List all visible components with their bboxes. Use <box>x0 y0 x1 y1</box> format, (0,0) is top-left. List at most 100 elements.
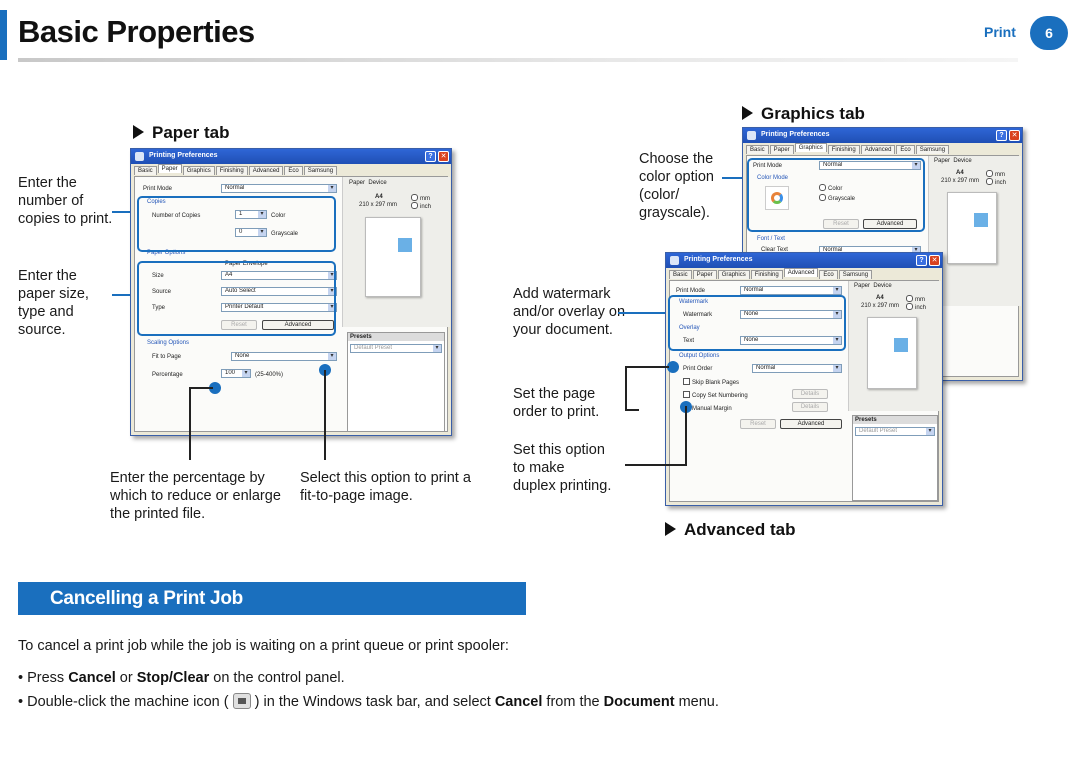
window-title: Printing Preferences <box>149 152 218 159</box>
callout-line-watermark <box>618 312 668 314</box>
tab-eco[interactable]: Eco <box>896 145 915 154</box>
preview-pane: Paper Device A4 210 x 297 mm mm inch <box>342 177 450 327</box>
tab-paper-sub[interactable]: Paper <box>225 261 242 267</box>
size-select[interactable]: A4 <box>221 271 337 280</box>
note-line: Choose the <box>639 151 714 167</box>
preset-select[interactable]: Default Preset <box>855 427 935 436</box>
tab-paper[interactable]: Paper <box>769 145 794 154</box>
gray-copies-label: Grayscale <box>271 231 299 237</box>
skip-blank-checkbox[interactable]: Skip Blank Pages <box>683 378 739 386</box>
reset-button[interactable]: Reset <box>221 320 257 330</box>
preview-tab-device[interactable]: Device <box>873 283 892 289</box>
close-icon[interactable]: ✕ <box>1009 130 1020 141</box>
print-mode-select[interactable]: Normal <box>221 184 337 193</box>
page-number-badge: 6 <box>1030 16 1068 50</box>
unit-inch-radio[interactable]: inch <box>411 202 431 210</box>
note-percentage: Enter the percentage by which to reduce … <box>110 469 281 523</box>
paper-size-readout: A4 <box>876 295 884 301</box>
graphics-tab-heading: Graphics tab <box>742 104 865 124</box>
advanced-button[interactable]: Advanced <box>262 320 334 330</box>
preview-tab-paper[interactable]: Paper <box>854 283 871 289</box>
envelope-tabs: Paper Envelope <box>225 261 268 267</box>
cancel-menu-item: Cancel <box>494 694 543 710</box>
tab-finishing[interactable]: Finishing <box>215 166 248 175</box>
note-line: Enter the percentage by <box>110 470 265 486</box>
output-options-section: Output Options <box>679 353 720 359</box>
tab-envelope[interactable]: Envelope <box>242 261 268 267</box>
tab-graphics[interactable]: Graphics <box>717 270 750 279</box>
preset-select[interactable]: Default Preset <box>350 344 442 353</box>
advanced-button[interactable]: Advanced <box>780 419 842 429</box>
preview-tab-device[interactable]: Device <box>953 158 972 164</box>
print-mode-select[interactable]: Normal <box>740 286 842 295</box>
tab-basic[interactable]: Basic <box>746 145 769 154</box>
manual-margin-checkbox[interactable]: Manual Margin <box>683 404 732 412</box>
percentage-range: (25-400%) <box>255 372 284 378</box>
tab-eco[interactable]: Eco <box>284 166 303 175</box>
note-line: order to print. <box>513 404 600 420</box>
help-icon[interactable]: ? <box>916 255 927 266</box>
unit-inch-radio[interactable]: inch <box>986 178 1006 186</box>
tab-finishing[interactable]: Finishing <box>750 270 783 279</box>
close-icon[interactable]: ✕ <box>929 255 940 266</box>
copies-stepper[interactable]: 1 <box>235 210 267 219</box>
gray-copies-stepper[interactable]: 0 <box>235 228 267 237</box>
help-icon[interactable]: ? <box>996 130 1007 141</box>
triangle-bullet-icon <box>742 106 753 120</box>
callout-line-copies <box>112 211 138 213</box>
color-radio[interactable]: Color <box>819 184 842 192</box>
tab-basic[interactable]: Basic <box>669 270 692 279</box>
note-line: and/or overlay on <box>513 304 626 320</box>
tab-graphics[interactable]: Graphics <box>182 166 215 175</box>
tab-eco[interactable]: Eco <box>819 270 838 279</box>
preview-tab-paper[interactable]: Paper <box>349 180 366 186</box>
tab-advanced[interactable]: Advanced <box>783 268 819 277</box>
tab-finishing[interactable]: Finishing <box>827 145 860 154</box>
print-order-select[interactable]: Normal <box>752 364 842 373</box>
presets-header: Presets <box>348 333 444 341</box>
type-select[interactable]: Printer Default <box>221 303 337 312</box>
percentage-stepper[interactable]: 100 <box>221 369 251 378</box>
unit-inch-radio[interactable]: inch <box>906 303 926 311</box>
tab-paper[interactable]: Paper <box>157 164 182 173</box>
reset-button[interactable]: Reset <box>823 219 859 229</box>
copy-set-checkbox[interactable]: Copy Set Numbering <box>683 391 748 399</box>
details-button-copy-set[interactable]: Details <box>792 389 828 399</box>
reset-button[interactable]: Reset <box>740 419 776 429</box>
tab-graphics[interactable]: Graphics <box>794 143 827 152</box>
tab-samsung[interactable]: Samsung <box>838 270 873 279</box>
unit-mm-radio[interactable]: mm <box>411 194 430 202</box>
paper-preview-image <box>867 317 917 389</box>
fit-to-page-select[interactable]: None <box>231 352 337 361</box>
note-line: paper size, <box>18 286 89 302</box>
callout-dot-page-order <box>667 361 679 373</box>
details-button-margin[interactable]: Details <box>792 402 828 412</box>
source-select[interactable]: Auto Select <box>221 287 337 296</box>
tab-basic[interactable]: Basic <box>134 166 157 175</box>
section-link-print[interactable]: Print <box>984 24 1016 40</box>
grayscale-radio[interactable]: Grayscale <box>819 194 855 202</box>
advanced-button[interactable]: Advanced <box>863 219 917 229</box>
preview-tab-device[interactable]: Device <box>368 180 387 186</box>
tab-advanced[interactable]: Advanced <box>248 166 284 175</box>
tab-samsung[interactable]: Samsung <box>303 166 338 175</box>
print-mode-select[interactable]: Normal <box>819 161 921 170</box>
tab-samsung[interactable]: Samsung <box>915 145 950 154</box>
close-icon[interactable]: ✕ <box>438 151 449 162</box>
header-accent-bar <box>0 10 7 60</box>
tab-advanced[interactable]: Advanced <box>860 145 896 154</box>
callout-line-percentage-v <box>189 387 191 460</box>
help-icon[interactable]: ? <box>425 151 436 162</box>
note-line: Enter the <box>18 268 77 284</box>
tab-paper[interactable]: Paper <box>692 270 717 279</box>
machine-icon <box>232 693 251 709</box>
unit-mm-radio[interactable]: mm <box>986 170 1005 178</box>
unit-mm-radio[interactable]: mm <box>906 295 925 303</box>
preview-tab-paper[interactable]: Paper <box>934 158 951 164</box>
section-header-bar <box>18 582 526 615</box>
document-menu: Document <box>603 694 675 710</box>
color-wheel-icon <box>765 186 789 210</box>
preview-tabs: Paper Device <box>934 158 972 164</box>
overlay-select[interactable]: None <box>740 336 842 345</box>
watermark-select[interactable]: None <box>740 310 842 319</box>
